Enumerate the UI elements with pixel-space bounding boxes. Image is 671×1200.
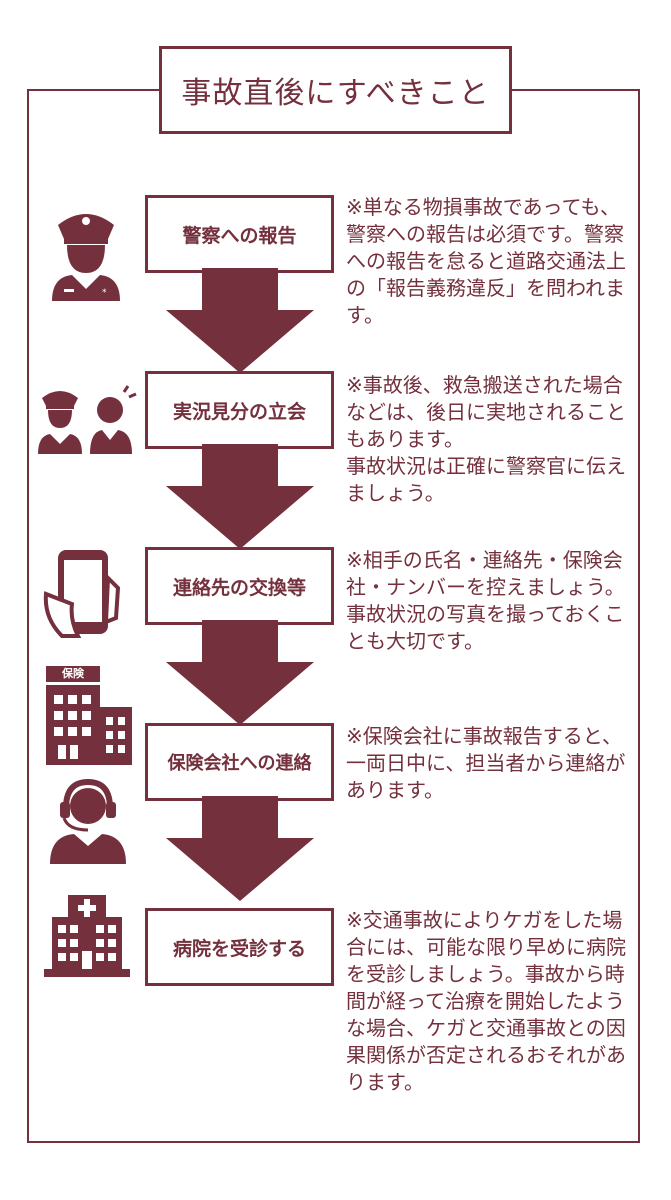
police-and-person-icon <box>38 384 138 458</box>
step-box-contact-exchange: 連絡先の交換等 <box>145 547 334 625</box>
flow-arrow <box>166 444 314 549</box>
smartphone-icon <box>42 548 126 642</box>
flow-arrow <box>166 268 314 373</box>
step-box-police-report: 警察への報告 <box>145 195 334 273</box>
note-text: ※単なる物損事故であっても、警察への報告は必須です。警察への報告を怠ると道路交通… <box>346 195 626 327</box>
note-text: 事故状況は正確に警察官に伝えましょう。 <box>346 454 626 505</box>
step-box-insurance-contact: 保険会社への連絡 <box>145 723 334 801</box>
note-inspection: ※事故後、救急搬送された場合などは、後日に実地されることもあります。 事故状況は… <box>346 372 626 507</box>
note-hospital-visit: ※交通事故によりケガをした場合には、可能な限り早めに病院を受診しましょう。事故か… <box>346 907 626 1096</box>
step-box-hospital-visit: 病院を受診する <box>145 908 334 986</box>
police-officer-icon: * <box>50 205 122 305</box>
hospital-icon <box>44 895 130 981</box>
step-box-inspection: 実況見分の立会 <box>145 371 334 449</box>
note-contact-exchange: ※相手の氏名・連絡先・保険会社・ナンバーを控えましょう。 事故状況の写真を撮って… <box>346 547 626 655</box>
note-police-report: ※単なる物損事故であっても、警察への報告は必須です。警察への報告を怠ると道路交通… <box>346 194 626 329</box>
note-text: ※交通事故によりケガをした場合には、可能な限り早めに病院を受診しましょう。事故か… <box>346 908 626 1094</box>
svg-text:*: * <box>102 288 107 298</box>
page-title: 事故直後にすべきこと <box>159 46 512 134</box>
note-text: ※事故後、救急搬送された場合などは、後日に実地されることもあります。 <box>346 373 626 451</box>
building-label: 保険 <box>46 666 100 682</box>
note-text: 事故状況の写真を撮っておくことも大切です。 <box>346 602 625 653</box>
insurance-building-icon <box>46 665 132 769</box>
note-insurance-contact: ※保険会社に事故報告すると、一両日中に、担当者から連絡があります。 <box>346 723 626 804</box>
headset-operator-icon <box>48 772 128 868</box>
flow-arrow <box>166 620 314 725</box>
note-text: ※相手の氏名・連絡先・保険会社・ナンバーを控えましょう。 <box>346 548 625 599</box>
flow-arrow <box>166 796 314 901</box>
note-text: ※保険会社に事故報告すると、一両日中に、担当者から連絡があります。 <box>346 724 626 802</box>
